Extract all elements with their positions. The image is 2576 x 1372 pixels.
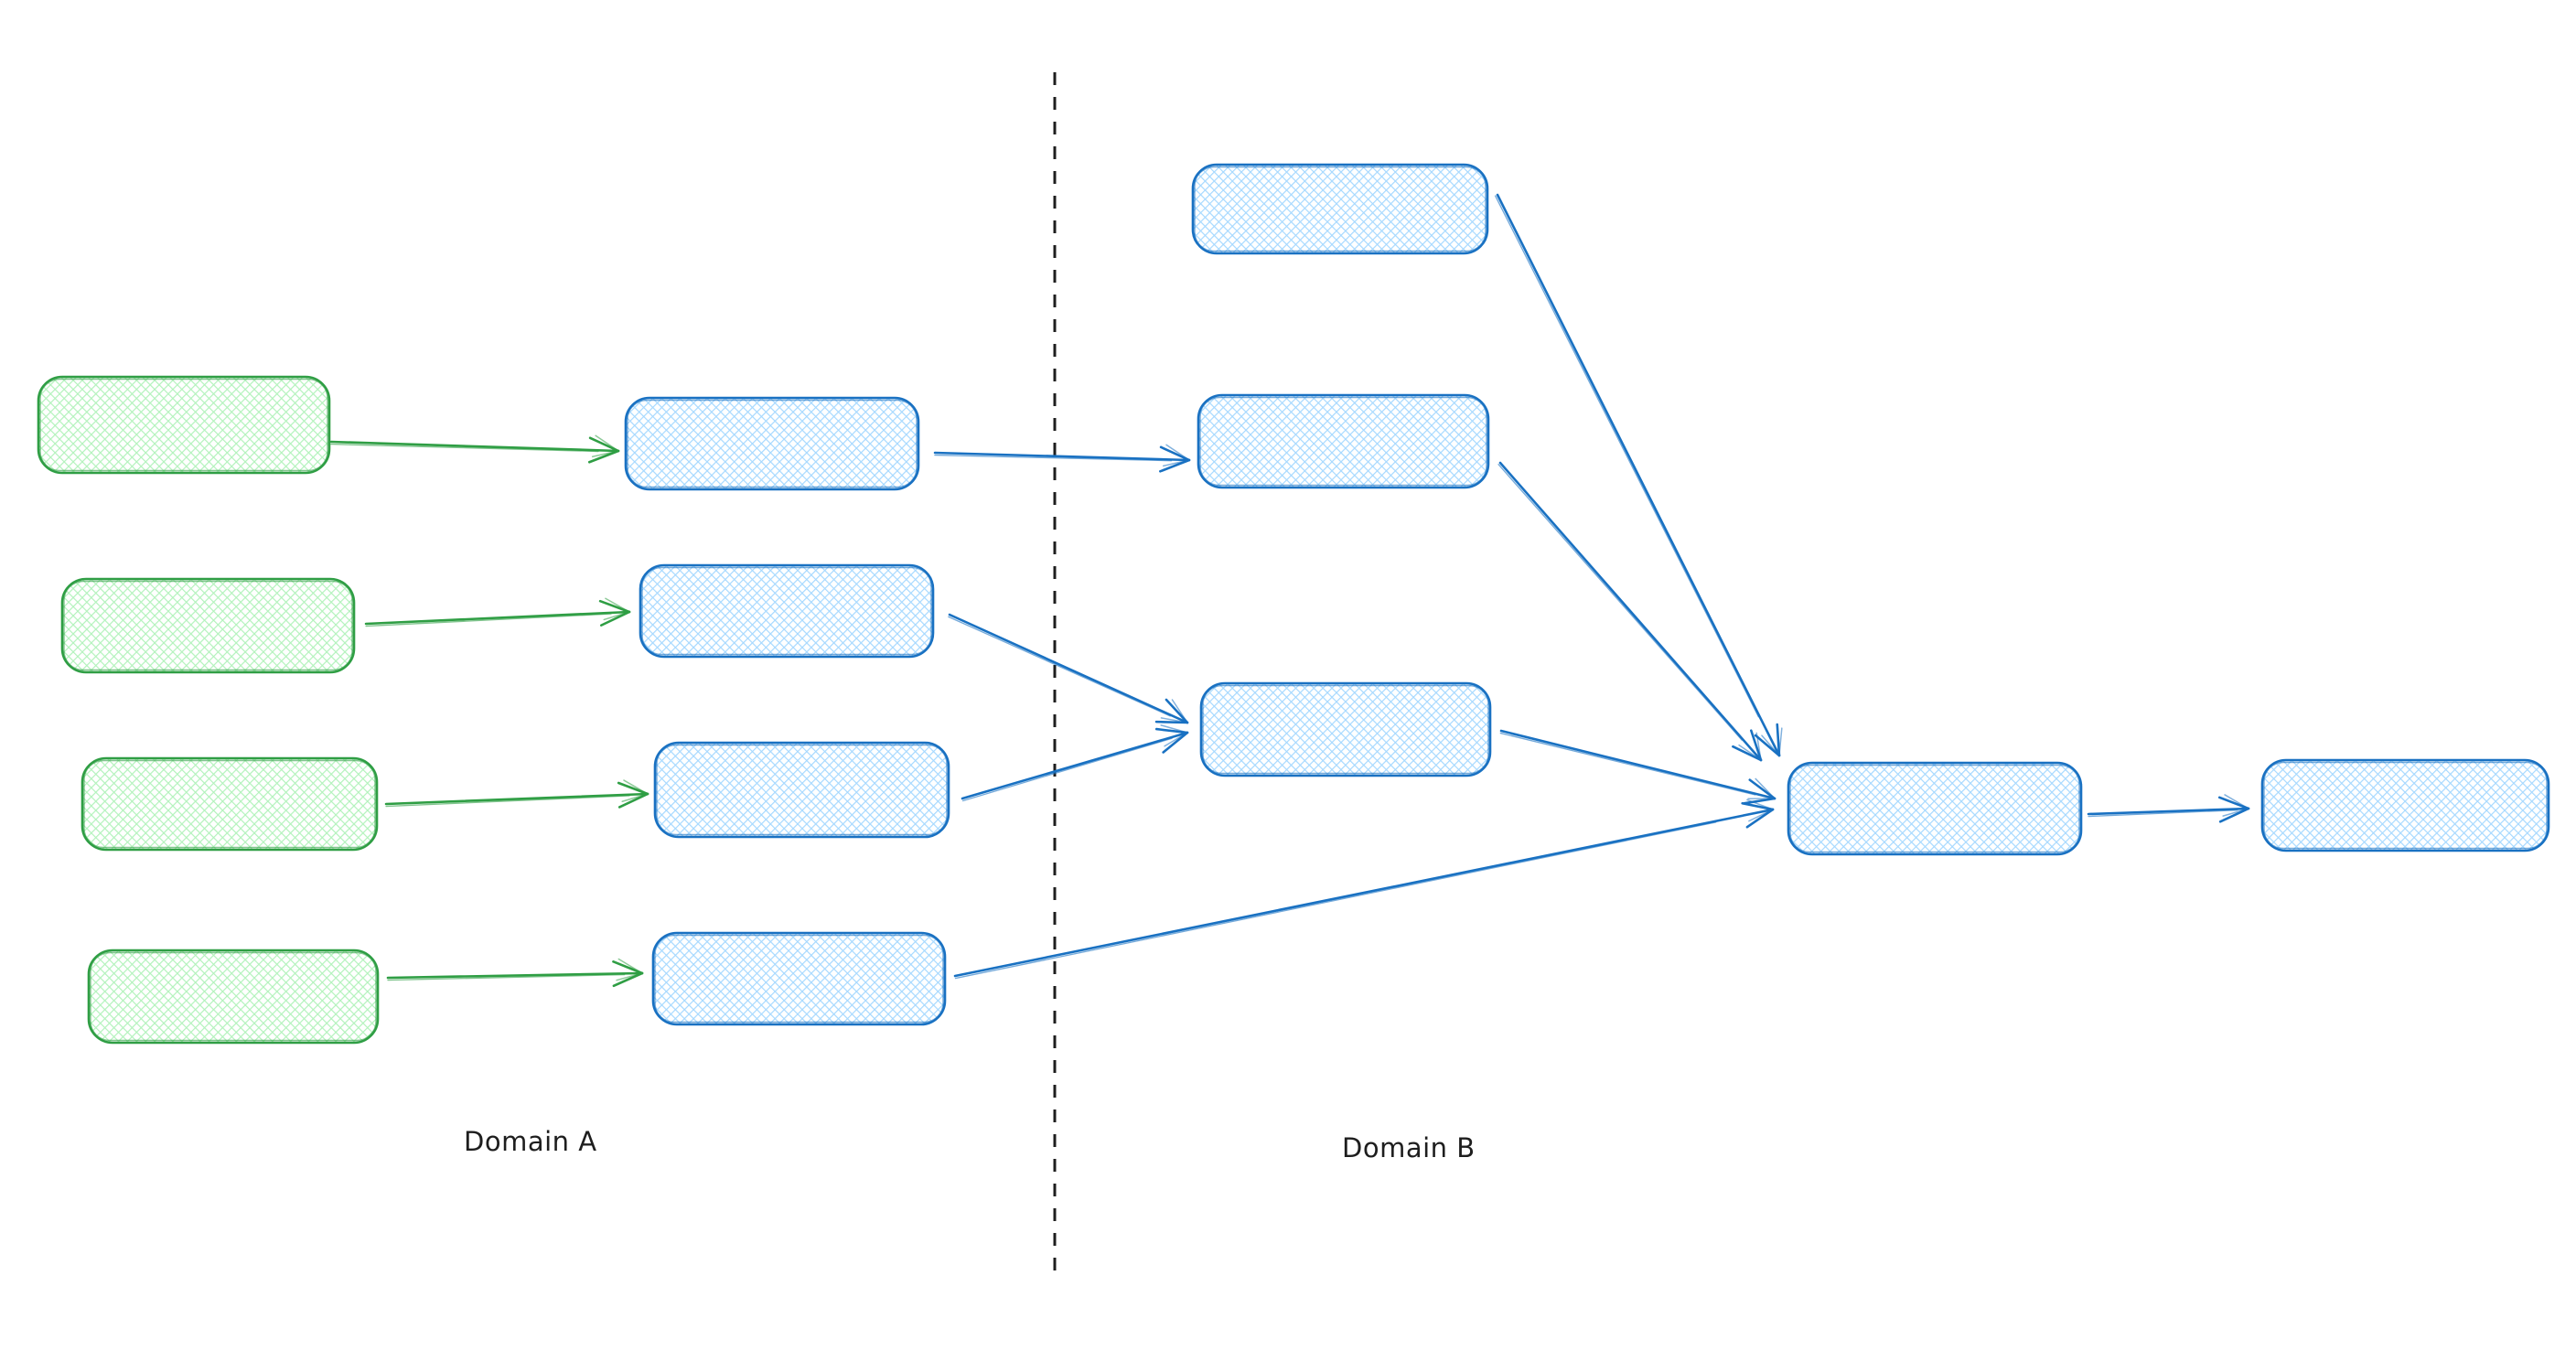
node-a-source-2 — [60, 577, 356, 674]
node-b-merge — [1787, 761, 2083, 856]
domain-b-label: Domain B — [1342, 1132, 1476, 1163]
arrow-src3-to-mid3 — [384, 779, 649, 809]
node-a-source-3 — [80, 756, 379, 852]
arrow-src4-to-mid4 — [386, 958, 644, 988]
node-b-mid — [1197, 393, 1490, 489]
arrow-merge-to-out — [2087, 794, 2250, 823]
node-a-mid-1 — [624, 396, 920, 491]
arrow-mid1-to-bmid — [933, 444, 1191, 473]
node-a-source-4 — [87, 949, 380, 1045]
arrow-mid3-to-blow — [961, 724, 1189, 802]
arrow-src1-to-mid1 — [329, 434, 620, 464]
arrow-src2-to-mid2 — [364, 597, 631, 627]
arrow-btop-to-merge — [1494, 193, 1783, 757]
arrow-bmid-to-merge — [1497, 461, 1763, 762]
node-b-top — [1191, 163, 1489, 255]
node-a-mid-4 — [651, 931, 947, 1026]
node-a-source-1 — [37, 375, 331, 475]
node-b-low — [1199, 681, 1492, 777]
node-b-out — [2260, 758, 2550, 852]
node-a-mid-3 — [653, 741, 950, 839]
domain-a-label: Domain A — [464, 1126, 597, 1157]
arrow-mid2-to-blow — [948, 613, 1189, 724]
arrow-blow-to-merge — [1499, 729, 1776, 805]
node-a-mid-2 — [639, 563, 935, 659]
arrow-mid4-to-merge — [953, 799, 1775, 980]
